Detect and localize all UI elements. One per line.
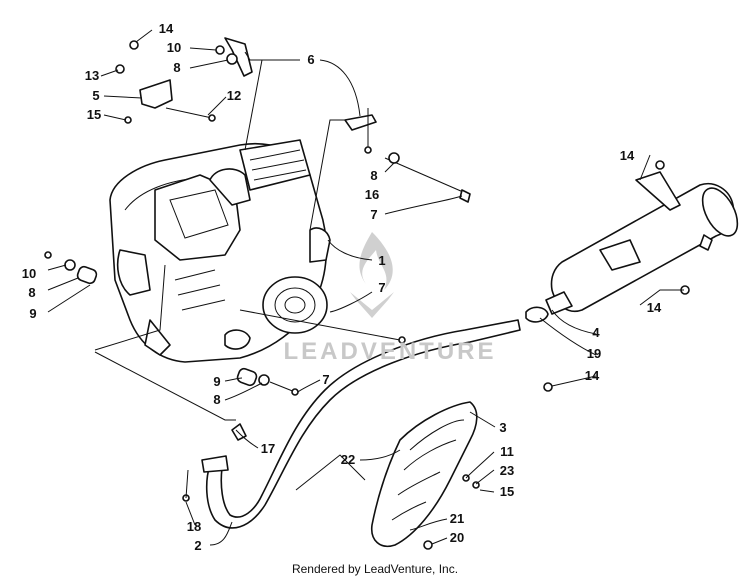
- callout-label: 14: [585, 368, 600, 383]
- callout-label: 1: [378, 253, 385, 268]
- leader-lines: [47, 29, 684, 546]
- engine: [109, 139, 331, 363]
- callout-label: 14: [620, 148, 635, 163]
- muffler: [525, 171, 739, 323]
- callout-label: 13: [85, 68, 99, 83]
- bracket-parts: [139, 37, 471, 203]
- callout-label: 18: [187, 519, 201, 534]
- watermark-logo: [350, 232, 394, 318]
- callout-label: 22: [341, 452, 355, 467]
- callout-label: 17: [261, 441, 275, 456]
- callout-label: 21: [450, 511, 464, 526]
- callout-label: 11: [500, 444, 514, 459]
- hardware: [44, 40, 690, 550]
- callout-label: 15: [87, 107, 101, 122]
- callout-label: 14: [159, 21, 174, 36]
- callout-label: 10: [167, 40, 181, 55]
- callout-label: 23: [500, 463, 514, 478]
- callout-label: 12: [227, 88, 241, 103]
- footer-credit: Rendered by LeadVenture, Inc.: [291, 562, 459, 576]
- callout-label: 16: [365, 187, 379, 202]
- callout-label: 10: [22, 266, 36, 281]
- callout-label: 14: [647, 300, 662, 315]
- callout-label: 9: [29, 306, 36, 321]
- callout-label: 19: [587, 346, 601, 361]
- watermark-text: LEADVENTURE: [283, 338, 497, 365]
- callout-label: 3: [499, 420, 506, 435]
- callout-label: 9: [213, 374, 220, 389]
- callout-label: 15: [500, 484, 514, 499]
- callout-label: 7: [322, 372, 329, 387]
- callout-label: 2: [194, 538, 201, 553]
- callout-label: 7: [370, 207, 377, 222]
- heat-shield: [370, 401, 478, 547]
- callout-label: 8: [173, 60, 180, 75]
- callout-label: 8: [370, 168, 377, 183]
- callout-label: 20: [450, 530, 464, 545]
- callout-label: 4: [592, 325, 600, 340]
- callout-label: 8: [213, 392, 220, 407]
- callout-label: 6: [307, 52, 314, 67]
- callout-label: 5: [92, 88, 99, 103]
- callout-labels: 14 10 8 13 5 15 12 6 8 16 7 14 1 10 8 9 …: [22, 21, 662, 553]
- callout-label: 7: [378, 280, 385, 295]
- callout-label: 8: [28, 285, 35, 300]
